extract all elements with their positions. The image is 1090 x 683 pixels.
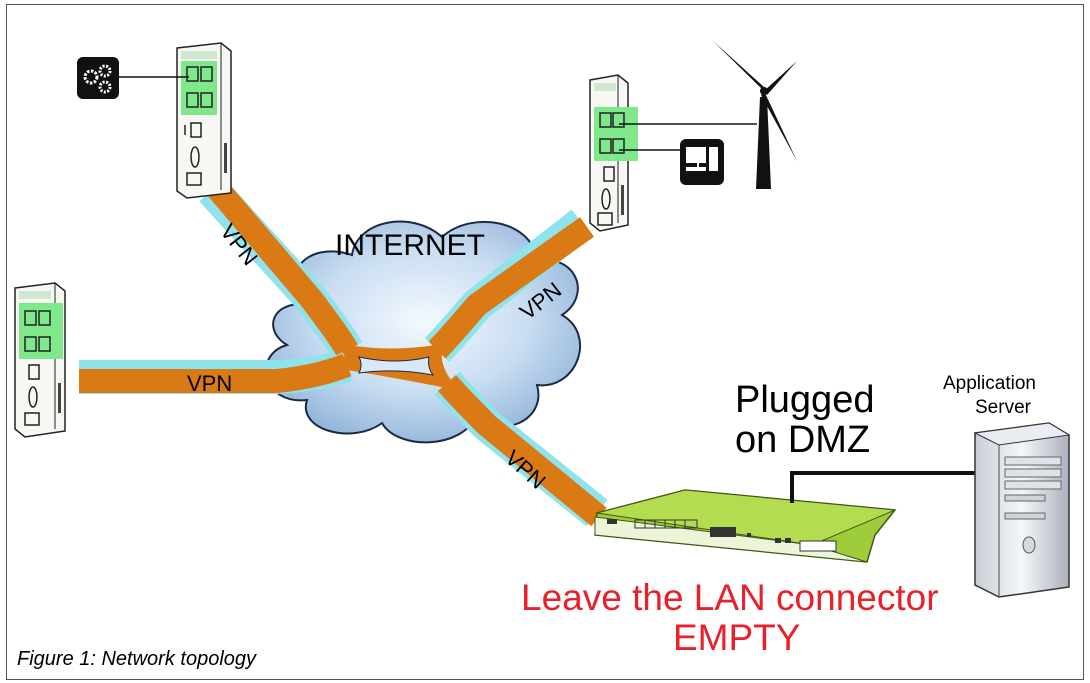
warning-label-line2: EMPTY xyxy=(673,617,801,658)
vpn-label-left: VPN xyxy=(187,371,233,396)
server-tower-icon xyxy=(973,422,1071,598)
dmz-label-line1: Plugged xyxy=(735,379,875,421)
gears-icon xyxy=(77,57,119,99)
router-top-left xyxy=(176,42,232,199)
network-topology-diagram xyxy=(14,41,1071,598)
tunnel-hub-center xyxy=(358,356,435,376)
wind-turbine-icon xyxy=(713,41,797,189)
dmz-appliance xyxy=(594,489,897,563)
router-left xyxy=(14,282,66,438)
computer-icon xyxy=(680,139,724,185)
server-label-line2: Server xyxy=(975,397,1031,418)
figure-caption: Figure 1: Network topology xyxy=(17,648,257,670)
vpn-tunnel-core xyxy=(79,180,607,527)
dmz-label-line2: on DMZ xyxy=(735,419,871,461)
warning-label-line1: Leave the LAN connector xyxy=(521,577,939,618)
dmz-server-cable xyxy=(790,471,975,503)
server-label-line1: Application xyxy=(943,373,1036,394)
router-top-right xyxy=(589,74,638,232)
internet-label: INTERNET xyxy=(335,229,485,262)
figure-frame: INTERNET VPN VPN VPN VPN Plugged on DMZ … xyxy=(6,4,1084,680)
